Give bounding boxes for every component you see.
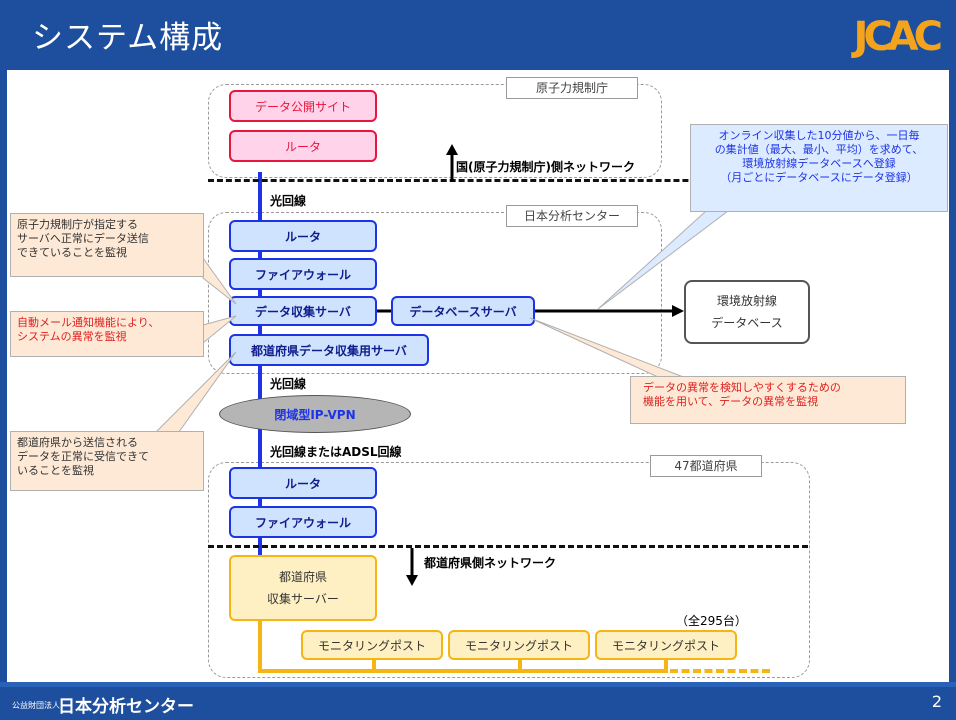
up-arrow-head [446,144,458,155]
env-db-line2: データベース [711,316,783,330]
total-count-label: （全295台） [676,614,747,628]
callout-line: システムの異常を監視 [17,330,127,343]
pref-server-line2: 収集サーバー [267,592,339,606]
yellow-drop-3 [664,660,668,672]
nra-boundary-line [208,179,948,182]
router-mid-box: ルータ [229,220,377,252]
jcac-logo: JCAC [853,14,943,60]
pref-network-label: 都道府県側ネットワーク [424,556,557,570]
callout-line: サーバへ正常にデータ送信 [17,232,149,245]
callout-pointer-2 [202,315,237,345]
callout-pointer-4 [597,210,730,310]
group-jcac [208,212,662,374]
slide-title: システム構成 [32,20,224,56]
callout-line: の集計値（最大、最小、平均）を求めて、 [714,143,924,156]
firewall-mid-box: ファイアウォール [229,258,377,290]
left-border [0,70,7,687]
backbone-line [258,172,262,564]
callout-pointer-3 [150,351,237,437]
pref-server-line1: 都道府県 [278,570,327,584]
fiber-adsl-label: 光回線またはADSL回線 [270,445,402,459]
vpn-ellipse: 閉域型IP-VPN [219,395,411,433]
callout-line: オンライン収集した10分値から、一日毎 [718,129,920,142]
callout-line: できていることを監視 [17,246,127,259]
pref-server-box: 都道府県 収集サーバー [229,555,377,621]
monitor-post-2: モニタリングポスト [448,630,590,660]
yellow-horizontal [258,669,668,673]
db-env-arrow-head [672,305,684,317]
footer-accent-line [0,682,956,687]
slide-footer: 公益財団法人 日本分析センター 2 [0,687,956,720]
callout-line: 機能を用いて、データの異常を監視 [643,395,819,408]
router-top-box: ルータ [229,130,377,162]
group-nra [208,84,662,178]
pref-boundary-line [208,545,808,548]
group-label-nra: 原子力規制庁 [506,77,638,99]
callout-pointer-5 [529,317,687,379]
right-border [949,70,956,687]
callout-online-collect: オンライン収集した10分値から、一日毎 の集計値（最大、最小、平均）を求めて、 … [690,124,948,212]
fiber-label-2: 光回線 [270,377,307,391]
collect-server-box: データ収集サーバ [229,296,377,326]
env-db-line1: 環境放射線 [716,294,777,308]
callout-line: 環境放射線データベースへ登録 [742,157,896,170]
callout-mail-notify: 自動メール通知機能により、 システムの異常を監視 [10,311,204,357]
env-db-box: 環境放射線 データベース [684,280,810,344]
callout-line: 自動メール通知機能により、 [17,316,160,329]
org-name: 日本分析センター [58,697,194,717]
pref-collect-server-box: 都道府県データ収集用サーバ [229,334,429,366]
db-server-box: データベースサーバ [391,296,535,326]
callout-line: 都道府県から送信される [17,436,138,449]
callout-anomaly-detect: データの異常を検知しやすくするための 機能を用いて、データの異常を監視 [630,376,906,424]
router-bottom-box: ルータ [229,467,377,499]
yellow-drop-1 [372,660,376,672]
slide-header: システム構成 JCAC [0,0,956,70]
monitor-post-1: モニタリングポスト [301,630,443,660]
callout-pointer-1 [202,256,237,305]
down-arrow-head [406,575,418,586]
callout-line: （月ごとにデータベースにデータ登録） [720,171,918,184]
callout-line: データを正常に受信できて [17,450,149,463]
yellow-drop-2 [518,660,522,672]
group-label-jcac: 日本分析センター [506,205,638,227]
group-label-pref47: 47都道府県 [650,455,762,477]
firewall-bottom-box: ファイアウォール [229,506,377,538]
yellow-dashed-ext [670,669,770,673]
callout-monitor-send: 原子力規制庁が指定する サーバへ正常にデータ送信 できていることを監視 [10,213,204,277]
group-pref47 [208,462,810,678]
page-number: 2 [931,692,942,711]
fiber-label-1: 光回線 [270,194,307,208]
monitor-post-3: モニタリングポスト [595,630,737,660]
public-site-box: データ公開サイト [229,90,377,122]
nra-network-label: 国(原子力規制庁)側ネットワーク [456,160,635,174]
callout-line: データの異常を検知しやすくするための [643,381,841,394]
yellow-vertical [258,620,262,672]
org-prefix: 公益財団法人 [12,701,60,710]
callout-line: 原子力規制庁が指定する [17,218,138,231]
callout-line: いることを監視 [17,464,94,477]
callout-pref-receive: 都道府県から送信される データを正常に受信できて いることを監視 [10,431,204,491]
